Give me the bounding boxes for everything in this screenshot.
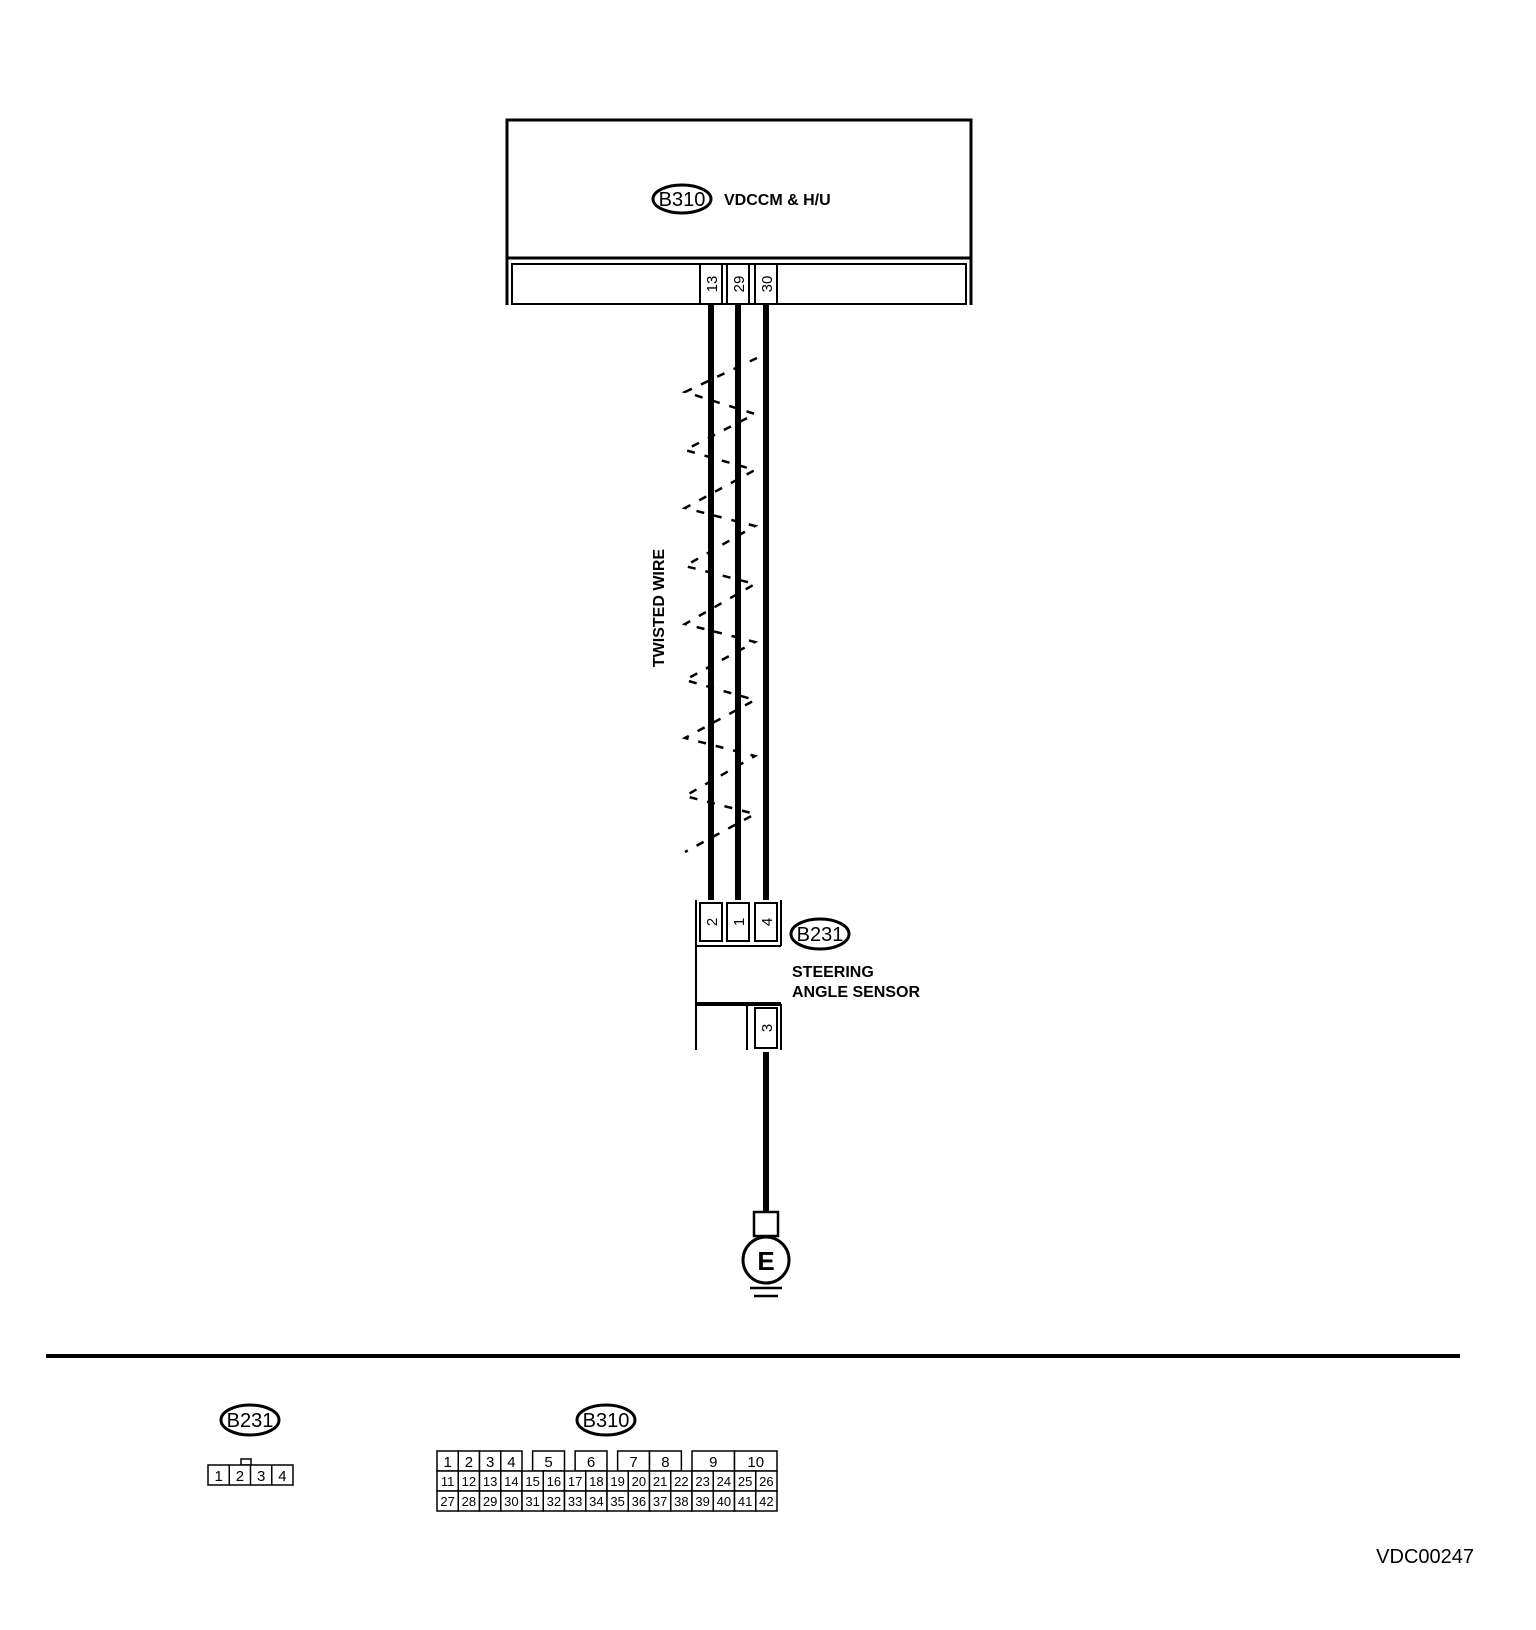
legend-b310-pin-14: 14 <box>504 1474 518 1489</box>
legend-b310-pin-9: 9 <box>709 1454 717 1471</box>
legend-b310-oval <box>575 1403 637 1437</box>
legend-b310-pin-3: 3 <box>486 1454 494 1471</box>
vdccm-name: VDCCM & H/U <box>724 192 831 209</box>
vdccm-body <box>505 118 973 260</box>
legend-b310-pin-40: 40 <box>717 1494 731 1509</box>
legend-b310-pin-5: 5 <box>544 1454 552 1471</box>
legend-b310-pin-28: 28 <box>462 1494 476 1509</box>
legend-b310-pin-2: 2 <box>465 1454 473 1471</box>
legend-b310-pin-8: 8 <box>661 1454 669 1471</box>
legend-b231-code: B231 <box>227 1410 274 1432</box>
legend-b310-pin-41: 41 <box>738 1494 752 1509</box>
ground-symbol: E <box>741 1210 791 1298</box>
steering-angle-sensor: 2 1 4 3 B231 STEERING ANGLE SENSOR <box>695 900 920 1050</box>
legend-b231-oval <box>219 1403 281 1437</box>
sensor-pin-2: 2 <box>704 918 721 926</box>
legend-b310-pin-18: 18 <box>589 1474 603 1489</box>
legend-b310-pin-39: 39 <box>695 1494 709 1509</box>
vdccm-code: B310 <box>659 189 706 211</box>
legend-b310-pin-32: 32 <box>547 1494 561 1509</box>
sensor-code-oval <box>789 917 851 951</box>
legend-b310-pin-24: 24 <box>717 1474 731 1489</box>
legend-b310-pin-16: 16 <box>547 1474 561 1489</box>
vdccm-pin-13: 13 <box>704 276 721 293</box>
legend-b310-pin-34: 34 <box>589 1494 603 1509</box>
legend-b310-pin-37: 37 <box>653 1494 667 1509</box>
legend-b310-pin-27: 27 <box>440 1494 454 1509</box>
legend-b310-pin-36: 36 <box>632 1494 646 1509</box>
legend-b310-pin-23: 23 <box>695 1474 709 1489</box>
legend-b310-pin-17: 17 <box>568 1474 582 1489</box>
sensor-pin-3: 3 <box>759 1024 776 1032</box>
legend-b310-pin-26: 26 <box>759 1474 773 1489</box>
legend-b310-pin-42: 42 <box>759 1494 773 1509</box>
sensor-name-line1: STEERING <box>792 964 874 981</box>
legend-b310-pin-7: 7 <box>629 1454 637 1471</box>
legend-b310-pin-20: 20 <box>632 1474 646 1489</box>
legend-b310-pin-25: 25 <box>738 1474 752 1489</box>
twisted-wire-marker <box>681 356 759 854</box>
legend-b310-pin-12: 12 <box>462 1474 476 1489</box>
sensor-name-line2: ANGLE SENSOR <box>792 984 920 1001</box>
legend-b231-pin-1: 1 <box>214 1468 222 1485</box>
legend-b310-pin-22: 22 <box>674 1474 688 1489</box>
sensor-pin-1: 1 <box>731 918 748 926</box>
legend-b310-pin-11: 11 <box>441 1474 455 1489</box>
wires <box>708 305 769 1212</box>
legend-b231-pin-2: 2 <box>236 1468 244 1485</box>
diagram-code: VDC00247 <box>1376 1546 1474 1568</box>
twisted-wire-label: TWISTED WIRE <box>651 549 668 668</box>
legend-b310-pin-38: 38 <box>674 1494 688 1509</box>
vdccm-pin-29: 29 <box>731 276 748 293</box>
legend-b310-pin-1: 1 <box>443 1454 451 1471</box>
vdccm-pin-30: 30 <box>759 276 776 293</box>
legend-b310-pin-13: 13 <box>483 1474 497 1489</box>
legend-b231-pin-4: 4 <box>278 1468 286 1485</box>
sensor-pin-4: 4 <box>759 918 776 926</box>
legend-b310-pin-29: 29 <box>483 1494 497 1509</box>
legend-b310-pin-4: 4 <box>507 1454 515 1471</box>
sensor-code: B231 <box>797 924 844 946</box>
vdccm-code-oval <box>651 183 713 215</box>
ground-label: E <box>757 1246 774 1276</box>
legend-b310-code: B310 <box>583 1410 630 1432</box>
legend-b310-pin-30: 30 <box>504 1494 518 1509</box>
vdccm-module: 13 29 30 B310 VDCCM & H/U <box>505 118 973 305</box>
legend-b310-pin-31: 31 <box>525 1494 539 1509</box>
legend-b310-pin-6: 6 <box>587 1454 595 1471</box>
legend-b310-pin-35: 35 <box>610 1494 624 1509</box>
legend-b310-pin-15: 15 <box>525 1474 539 1489</box>
legend-b310-pin-33: 33 <box>568 1494 582 1509</box>
legend-b310-pin-19: 19 <box>610 1474 624 1489</box>
legend-b310-pin-10: 10 <box>747 1454 764 1471</box>
legend-b310-pin-21: 21 <box>653 1474 667 1489</box>
legend-b231-pin-3: 3 <box>257 1468 265 1485</box>
